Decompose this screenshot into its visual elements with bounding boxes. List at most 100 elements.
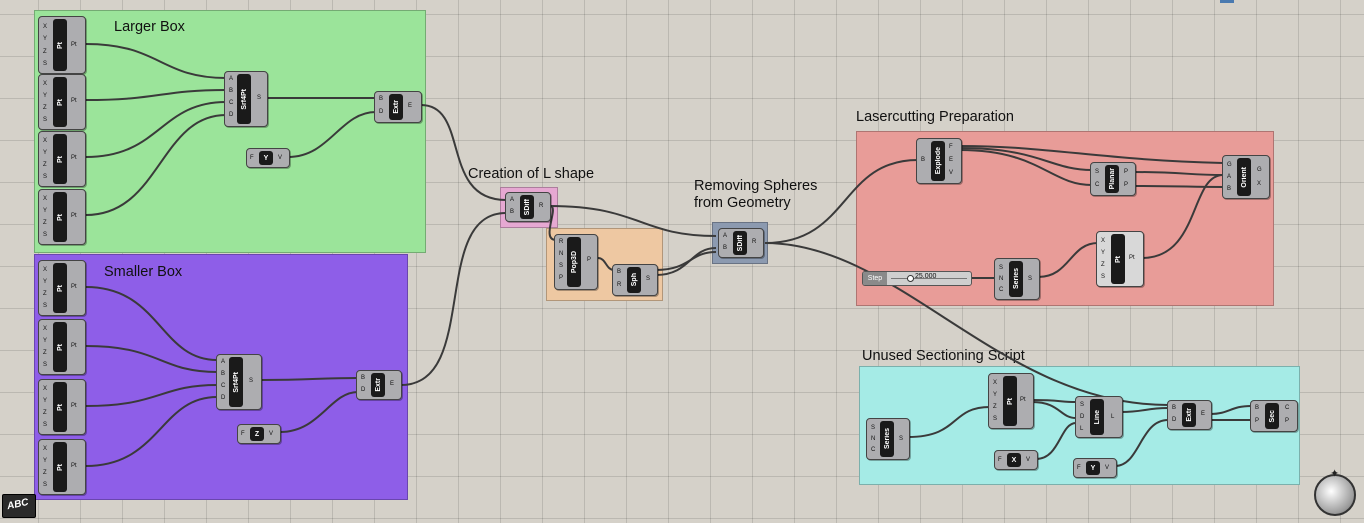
port-pt-out[interactable]: Pt	[71, 284, 77, 290]
port-pt-out[interactable]: Pt	[71, 155, 77, 161]
pt-component-1[interactable]: Pt X Y Z S Pt	[38, 16, 86, 74]
port-g-out[interactable]: G	[1257, 167, 1262, 173]
port-b[interactable]: B	[921, 157, 926, 163]
port-x[interactable]: X	[43, 81, 48, 87]
series-component-laser[interactable]: Series S N C S	[994, 258, 1040, 300]
port-e-out[interactable]: E	[390, 381, 395, 387]
abc-logo[interactable]: ABC	[2, 494, 36, 518]
port-a[interactable]: A	[1227, 174, 1232, 180]
port-x-out[interactable]: X	[1257, 181, 1262, 187]
port-y[interactable]: Y	[43, 398, 48, 404]
unit-y-component-unused[interactable]: Y F V	[1073, 458, 1117, 478]
port-s[interactable]: S	[1095, 169, 1100, 175]
port-v-out[interactable]: V	[269, 431, 274, 437]
port-d[interactable]: D	[361, 387, 366, 393]
port-a[interactable]: A	[221, 359, 226, 365]
port-b[interactable]: B	[1255, 405, 1260, 411]
port-r-out[interactable]: R	[752, 239, 757, 245]
port-s[interactable]: S	[1080, 402, 1085, 408]
port-z[interactable]: Z	[43, 470, 47, 476]
port-x[interactable]: X	[993, 380, 998, 386]
port-e-out[interactable]: E	[1201, 411, 1206, 417]
port-d[interactable]: D	[1172, 417, 1177, 423]
port-d[interactable]: D	[229, 112, 234, 118]
port-y[interactable]: Y	[43, 93, 48, 99]
srf4pt-component-larger[interactable]: Srf4Pt A B C D S	[224, 71, 268, 127]
port-p[interactable]: P	[559, 275, 564, 281]
unit-y-component[interactable]: Y F V	[246, 148, 290, 168]
sdiff-component-l-shape[interactable]: SDiff A B R	[505, 192, 551, 222]
pt-component-unused[interactable]: Pt X Y Z S Pt	[988, 373, 1034, 429]
port-pt-out[interactable]: Pt	[71, 403, 77, 409]
unit-x-component[interactable]: X F V	[994, 450, 1038, 470]
series-component-unused[interactable]: Series S N C S	[866, 418, 910, 460]
port-s[interactable]: S	[43, 303, 48, 309]
port-r[interactable]: R	[617, 282, 622, 288]
port-p-out[interactable]: P	[1285, 418, 1290, 424]
port-a[interactable]: A	[510, 197, 515, 203]
port-e-out[interactable]: E	[949, 157, 954, 163]
port-r[interactable]: R	[559, 239, 564, 245]
pt-component-8[interactable]: Pt X Y Z S Pt	[38, 439, 86, 495]
orient-component[interactable]: Orient G A B G X	[1222, 155, 1270, 199]
port-f[interactable]: F	[241, 431, 245, 437]
port-v-out[interactable]: V	[1026, 457, 1031, 463]
port-s[interactable]: S	[43, 117, 48, 123]
step-number-slider[interactable]: Step 25.000	[862, 271, 972, 286]
port-pt-out[interactable]: Pt	[1020, 397, 1026, 403]
port-b[interactable]: B	[1172, 405, 1177, 411]
port-s[interactable]: S	[43, 174, 48, 180]
extr-component-larger[interactable]: Extr B D E	[374, 91, 422, 123]
port-x[interactable]: X	[43, 267, 48, 273]
pt-component-4[interactable]: Pt X Y Z S Pt	[38, 189, 86, 245]
port-x[interactable]: X	[43, 196, 48, 202]
port-x[interactable]: X	[43, 446, 48, 452]
port-y[interactable]: Y	[43, 458, 48, 464]
pt-component-6[interactable]: Pt X Y Z S Pt	[38, 319, 86, 375]
port-d[interactable]: D	[379, 109, 384, 115]
port-b[interactable]: B	[510, 209, 515, 215]
port-b[interactable]: B	[379, 96, 384, 102]
pt-component-laser[interactable]: Pt X Y Z S Pt	[1096, 231, 1144, 287]
port-v-out[interactable]: V	[278, 155, 283, 161]
port-z[interactable]: Z	[43, 49, 47, 55]
port-e-out[interactable]: E	[408, 103, 413, 109]
port-y[interactable]: Y	[43, 279, 48, 285]
port-y[interactable]: Y	[43, 150, 48, 156]
port-s[interactable]: S	[1101, 274, 1106, 280]
port-s-out[interactable]: S	[646, 276, 651, 282]
port-c[interactable]: C	[999, 287, 1004, 293]
port-n[interactable]: N	[559, 251, 564, 257]
port-s-out[interactable]: S	[1028, 276, 1033, 282]
pt-component-5[interactable]: Pt X Y Z S Pt	[38, 260, 86, 316]
port-z[interactable]: Z	[1101, 262, 1105, 268]
pt-component-3[interactable]: Pt X Y Z S Pt	[38, 131, 86, 187]
port-pt-out[interactable]: Pt	[71, 98, 77, 104]
port-s-out[interactable]: S	[257, 95, 262, 101]
port-b[interactable]: B	[1227, 186, 1232, 192]
port-z[interactable]: Z	[43, 105, 47, 111]
sdiff-component-spheres[interactable]: SDiff A B R	[718, 228, 764, 258]
port-z[interactable]: Z	[43, 410, 47, 416]
port-c-out[interactable]: C	[1285, 405, 1290, 411]
port-x[interactable]: X	[43, 24, 48, 30]
slider-handle[interactable]	[907, 275, 914, 282]
navigation-widget[interactable]	[1314, 474, 1356, 516]
port-y[interactable]: Y	[43, 208, 48, 214]
port-c[interactable]: C	[229, 100, 234, 106]
port-s-out[interactable]: S	[249, 378, 254, 384]
port-x[interactable]: X	[43, 138, 48, 144]
port-v-out[interactable]: V	[949, 170, 954, 176]
port-s[interactable]: S	[43, 232, 48, 238]
port-p-out-2[interactable]: P	[1124, 182, 1129, 188]
port-g[interactable]: G	[1227, 162, 1232, 168]
line-component[interactable]: Line S D L L	[1075, 396, 1123, 438]
port-s[interactable]: S	[43, 362, 48, 368]
port-f-out[interactable]: F	[949, 144, 953, 150]
canvas-scroll-indicator[interactable]	[1220, 0, 1234, 3]
extr-component-unused[interactable]: Extr B D E	[1167, 400, 1212, 430]
port-f[interactable]: F	[250, 155, 254, 161]
pt-component-7[interactable]: Pt X Y Z S Pt	[38, 379, 86, 435]
port-f[interactable]: F	[1077, 465, 1081, 471]
port-p[interactable]: P	[1255, 418, 1260, 424]
